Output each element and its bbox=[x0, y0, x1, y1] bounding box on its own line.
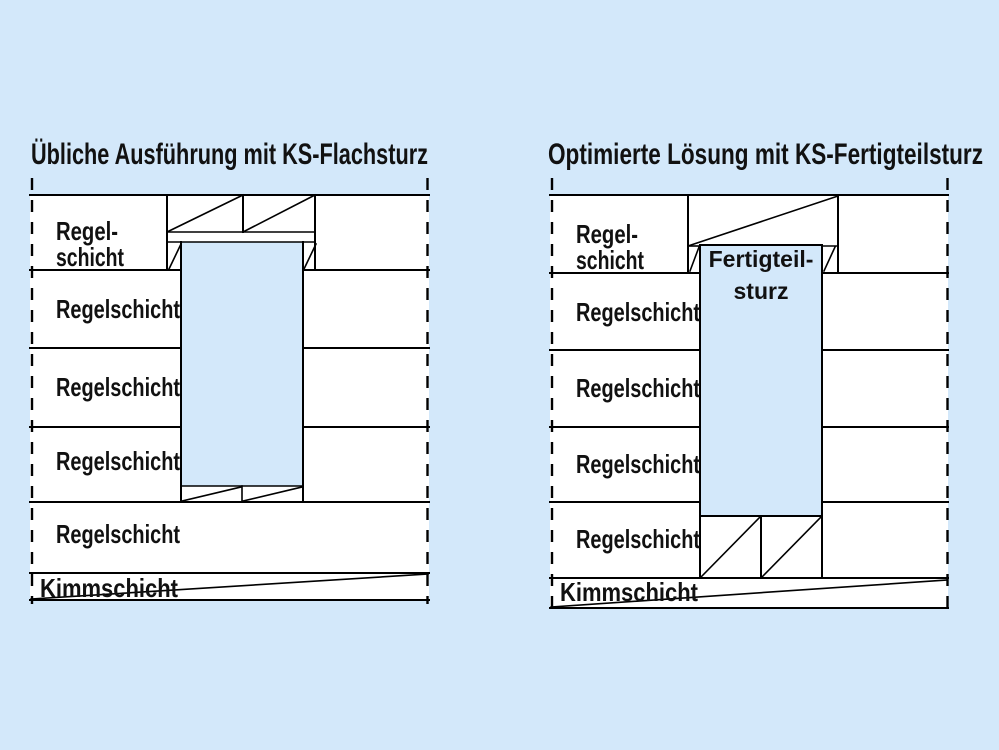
left-kimmschicht-wedge-line bbox=[30, 573, 429, 600]
left-flachsturz-assembly bbox=[165, 193, 318, 271]
right-infill-diagonal-2 bbox=[760, 515, 823, 579]
left-lintel-cell-diagonal-2 bbox=[241, 193, 317, 234]
left-title: Übliche Ausführung mit KS-Flachsturz bbox=[31, 138, 428, 171]
left-lintel-cell-diagonal-1 bbox=[165, 193, 245, 234]
left-sill-diagonal-1 bbox=[181, 486, 242, 502]
right-row2-label: Regelschicht bbox=[576, 297, 700, 327]
right-infill-cells bbox=[699, 515, 823, 579]
left-row2-label: Regelschicht bbox=[56, 294, 180, 324]
left-course-lines bbox=[29, 194, 430, 601]
left-row1-label-line2: schicht bbox=[56, 242, 124, 272]
right-fertigteilsturz-block bbox=[699, 244, 823, 517]
right-diagram: Optimierte Lösung mit KS-Fertigteilsturz… bbox=[548, 138, 983, 612]
left-opening-outline bbox=[180, 241, 304, 503]
right-kimmschicht-wedge-line bbox=[550, 579, 948, 608]
right-row1-label-line1: Regel- bbox=[576, 219, 638, 249]
right-course-lines bbox=[549, 194, 949, 609]
right-bearing-slash-right bbox=[822, 245, 837, 273]
right-row1-label-line2: schicht bbox=[576, 245, 644, 275]
left-row3-label: Regelschicht bbox=[56, 372, 180, 402]
left-sill-diagonal-2 bbox=[242, 486, 303, 502]
right-row4-label: Regelschicht bbox=[576, 449, 700, 479]
left-row1-label-line1: Regel- bbox=[56, 216, 118, 246]
right-lintel-big-diagonal bbox=[686, 194, 840, 248]
right-fertigteilsturz-label-line1: Fertigteil- bbox=[709, 246, 814, 272]
right-kimmschicht-label: Kimmschicht bbox=[560, 577, 698, 607]
right-row5-label: Regelschicht bbox=[576, 524, 700, 554]
right-title: Optimierte Lösung mit KS-Fertigteilsturz bbox=[548, 138, 983, 171]
left-bearing-slash-left bbox=[167, 242, 183, 271]
left-row5-label: Regelschicht bbox=[56, 519, 180, 549]
right-row3-label: Regelschicht bbox=[576, 373, 700, 403]
left-bearing-slash-right bbox=[302, 242, 318, 271]
left-kimmschicht-label: Kimmschicht bbox=[40, 573, 178, 603]
left-diagram: Übliche Ausführung mit KS-Flachsturz Reg… bbox=[29, 138, 430, 604]
left-window-opening bbox=[182, 242, 302, 486]
right-lintel-zone bbox=[686, 194, 840, 274]
right-fertigteilsturz-label-line2: sturz bbox=[734, 278, 789, 304]
right-bearing-slash-left bbox=[688, 245, 701, 273]
right-infill-diagonal-1 bbox=[699, 515, 762, 579]
left-row4-label: Regelschicht bbox=[56, 446, 180, 476]
